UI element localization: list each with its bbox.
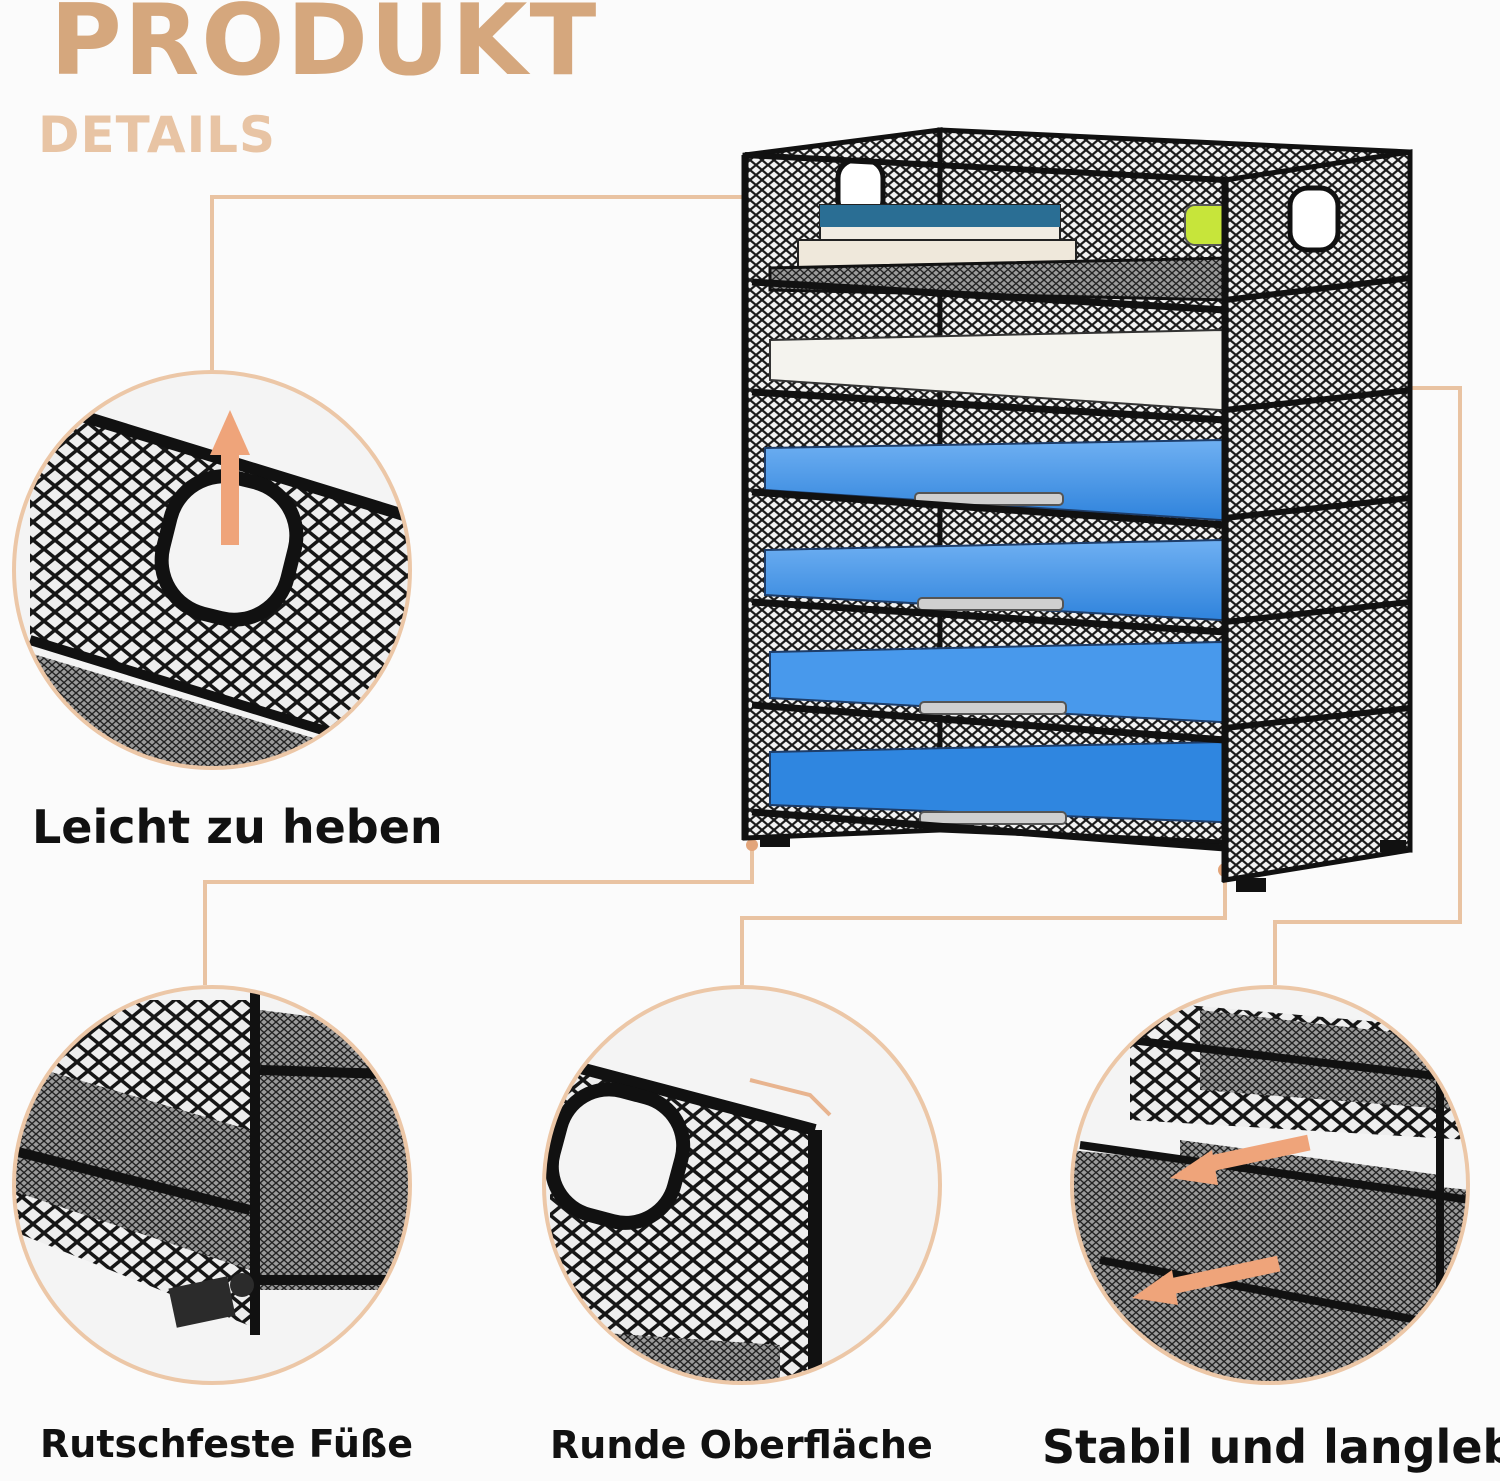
- caption-lift: Leicht zu heben: [32, 800, 443, 854]
- caption-rounded: Runde Oberfläche: [550, 1423, 933, 1467]
- file-organizer-image: [741, 127, 1413, 892]
- caption-feet: Rutschfeste Füße: [40, 1422, 413, 1466]
- connector-lines: [203, 195, 1462, 985]
- caption-sturdy: Stabil und langlebig: [1042, 1420, 1500, 1474]
- detail-circle-rounded: [544, 987, 940, 1383]
- detail-circle-feet: [14, 987, 410, 1383]
- detail-circle-shelves: [1072, 987, 1468, 1383]
- page-subtitle: DETAILS: [38, 106, 277, 164]
- page-title: PRODUKT: [50, 0, 599, 98]
